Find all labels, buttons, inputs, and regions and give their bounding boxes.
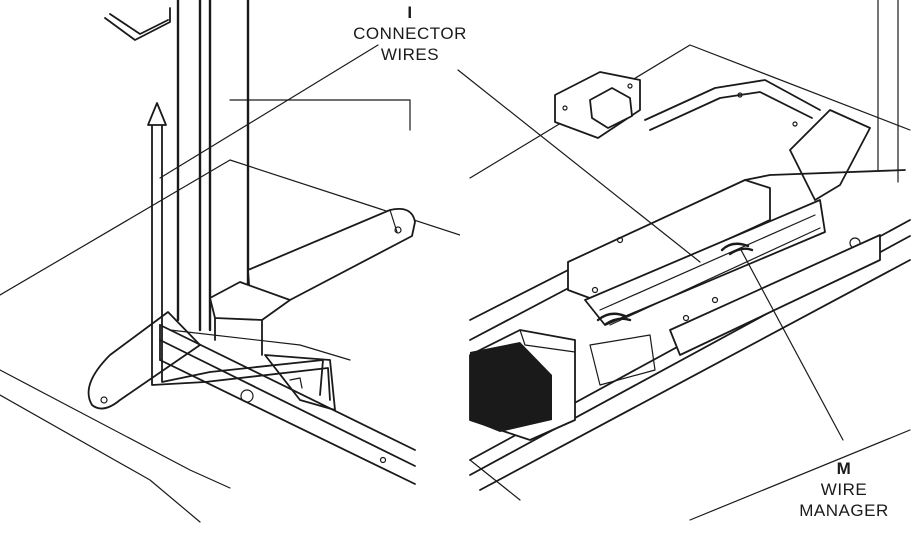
top-plate <box>104 7 171 41</box>
wire-manager-clips <box>596 242 754 326</box>
floor-outline <box>0 99 460 523</box>
foot-base <box>87 207 416 410</box>
callout-manager-line2: MANAGER <box>799 501 889 520</box>
callout-connector-line1: CONNECTOR <box>353 24 467 43</box>
left-panel-leg-drawing <box>0 0 460 523</box>
center-channel <box>567 179 881 356</box>
callout-letter-m: M <box>836 459 852 478</box>
desk-underside-outline <box>469 0 911 521</box>
callout-connector-line2: WIRES <box>380 45 440 64</box>
connector-leader-line-right <box>457 69 701 263</box>
leg-column <box>176 0 250 332</box>
connector-wire-path <box>147 102 331 401</box>
callout-manager-line1: WIRE <box>820 480 868 499</box>
frame-beam <box>159 324 416 485</box>
end-bracket <box>644 79 871 201</box>
motor-dark-block <box>470 342 552 432</box>
callout-wire-manager: M WIRE MANAGER <box>782 458 906 521</box>
wire-route-arrow <box>147 102 167 126</box>
callout-letter-i: I <box>407 3 413 22</box>
callout-connector-wires: I CONNECTOR WIRES <box>340 2 480 65</box>
connector-leader-line <box>159 44 379 179</box>
wire-manager-leader-line <box>739 247 844 441</box>
control-box <box>554 71 641 139</box>
